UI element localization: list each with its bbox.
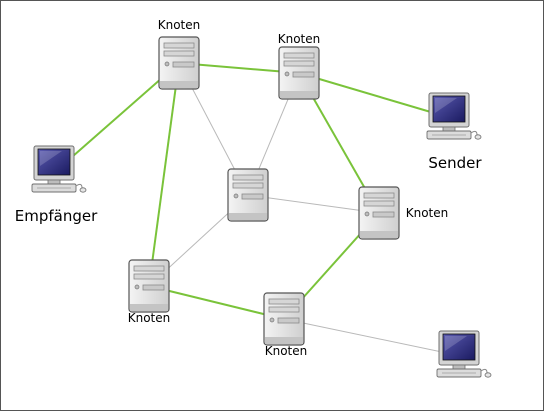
link-n2-pc_send — [298, 72, 452, 119]
node-label: Knoten — [158, 18, 201, 32]
link-n3-n4 — [247, 194, 380, 214]
server-icon[interactable] — [158, 36, 200, 90]
link-n6-n5 — [148, 285, 285, 320]
server-icon[interactable] — [263, 292, 305, 346]
node-label: Sender — [428, 154, 482, 172]
server-icon[interactable] — [227, 168, 269, 222]
node-label: Knoten — [265, 344, 308, 358]
server-icon[interactable] — [128, 259, 170, 313]
link-n5-n1 — [148, 62, 180, 287]
node-label: Knoten — [406, 206, 449, 220]
node-label: Knoten — [278, 32, 321, 46]
computer-icon[interactable] — [31, 145, 87, 193]
computer-icon[interactable] — [426, 92, 482, 140]
server-icon[interactable] — [278, 46, 320, 100]
labels-layer: KnotenKnotenKnotenKnotenKnotenEmpfängerS… — [15, 18, 483, 358]
computer-icon[interactable] — [436, 330, 492, 378]
link-n6-pc_other — [283, 318, 462, 357]
node-label: Empfänger — [15, 207, 98, 225]
server-icon[interactable] — [358, 186, 400, 240]
nodes-layer — [31, 36, 492, 378]
node-label: Knoten — [128, 311, 171, 325]
